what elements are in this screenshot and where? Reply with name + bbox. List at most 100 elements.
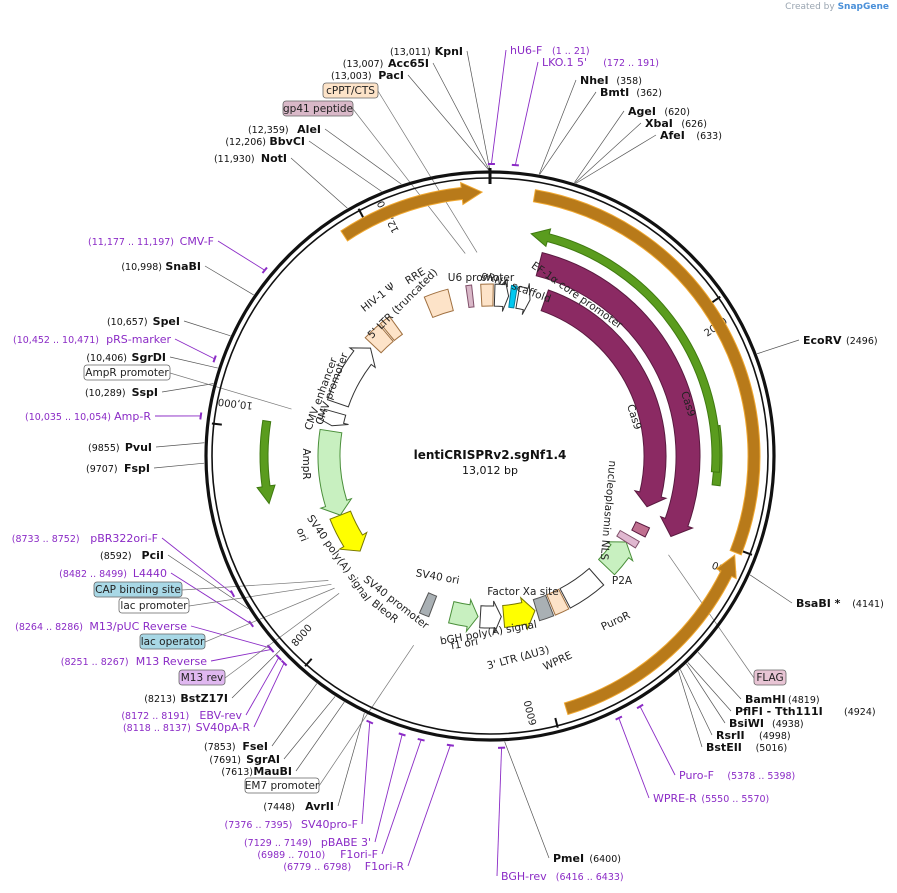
site-leader (155, 442, 205, 448)
site-position: (10,998) (121, 262, 162, 273)
site-position: (4938) (772, 719, 804, 730)
primer-mark (268, 646, 275, 653)
primer-mark (212, 355, 217, 363)
site-name: SgrAI (246, 753, 280, 766)
site-leader (161, 383, 214, 393)
site-name: PflFI - Tth111I (735, 705, 823, 718)
u6-promoter-arrow (493, 279, 510, 312)
restriction-site: SgrAI (7691) (209, 753, 280, 766)
feature-box-text: FLAG (756, 672, 783, 684)
site-leader (432, 62, 490, 171)
primer-position: (10,035 .. 10,054) (25, 412, 111, 423)
site-name: PvuI (125, 441, 152, 454)
credit-prefix: Created by (785, 2, 835, 12)
site-position: (13,007) (343, 59, 384, 70)
snapgene-brand: SnapGene (837, 2, 889, 12)
site-leader (466, 50, 491, 171)
site-leader (504, 741, 550, 859)
feature-box (753, 669, 787, 686)
primer-leader (490, 49, 507, 165)
ef1a-arrow (515, 283, 531, 315)
primer-position: (5550 .. 5570) (701, 794, 769, 805)
restriction-site: NheI(358) (580, 74, 642, 87)
feature-leader (188, 583, 332, 607)
site-name: Acc65I (388, 57, 429, 70)
primer-leader (174, 338, 215, 360)
restriction-site: PmeI(6400) (553, 852, 621, 865)
site-position: (358) (616, 76, 642, 87)
primer-label: CMV-F(11,177 .. 11,197) (88, 235, 214, 248)
primer-position: (7129 .. 7149) (244, 838, 312, 849)
restriction-site: PvuI(9855) (88, 441, 152, 454)
feature-box-label: cPPT/CTS (322, 82, 379, 99)
primer-mark (280, 659, 288, 667)
restriction-site: BsaBI *(4141) (796, 597, 884, 610)
restriction-site: AfeI(633) (660, 129, 722, 142)
site-position: (13,011) (390, 47, 431, 58)
primer-mark (199, 412, 203, 420)
site-position: (10,406) (86, 353, 127, 364)
primer-mark (511, 163, 519, 167)
feature-box-text: gp41 peptide (283, 103, 353, 115)
primer-label: WPRE-R (5550 .. 5570) (653, 792, 769, 805)
wpre-box (559, 567, 605, 609)
bleor-arrow (447, 597, 479, 634)
primer-position: (6416 .. 6433) (556, 872, 624, 883)
site-leader (575, 134, 657, 184)
primer-name: hU6-F (510, 44, 542, 57)
u6-box (480, 283, 494, 307)
site-position: (4141) (852, 599, 884, 610)
site-name: PacI (378, 69, 404, 82)
restriction-site: Acc65I (13,007) (343, 57, 429, 70)
primer-name: WPRE-R (653, 792, 697, 805)
site-name: BbvCI (269, 135, 305, 148)
feature-label: Factor Xa site (487, 586, 558, 598)
primer-leader (407, 745, 451, 867)
plasmid-length: 13,012 bp (462, 464, 518, 477)
site-name: EcoRV (803, 334, 842, 347)
primer-name: SV40pro-F (301, 818, 358, 831)
tick-label: 6000 (523, 699, 540, 726)
feature-box-label: lac promoter (118, 597, 190, 614)
site-leader (271, 683, 318, 747)
primer-leader (514, 61, 539, 166)
restriction-site: FspI(9707) (86, 462, 150, 475)
site-leader (153, 462, 205, 469)
primer-position: (10,452 .. 10,471) (13, 335, 99, 346)
primer-label: pRS-marker(10,452 .. 10,471) (13, 333, 171, 346)
primer-position: (11,177 .. 11,197) (88, 237, 174, 248)
site-leader (283, 696, 336, 760)
site-name: SspI (132, 386, 158, 399)
site-position: (633) (696, 131, 722, 142)
site-position: (626) (681, 119, 707, 130)
restriction-site: PciI(8592) (100, 549, 164, 562)
feature-leader (204, 587, 335, 643)
primer-position: (8264 .. 8286) (15, 622, 83, 633)
tick-label: 10,000 (217, 396, 253, 411)
feature-label: AmpR (300, 448, 312, 479)
feature-box-text: EM7 promoter (245, 780, 320, 792)
tick-mark (742, 550, 753, 556)
feature-box-text: CAP binding site (95, 584, 181, 596)
site-name: PciI (142, 549, 164, 562)
restriction-site: XbaI(626) (645, 117, 707, 130)
primer-leader (374, 734, 403, 843)
primer-leader (496, 747, 503, 877)
5ltr-box (364, 323, 394, 354)
feature-box (244, 777, 320, 794)
site-position: (7691) (209, 755, 241, 766)
primer-name: EBV-rev (199, 709, 242, 722)
primer-mark (398, 732, 406, 737)
cas9-arc-outer (535, 251, 701, 538)
feature-leader (181, 580, 329, 591)
feature-label: ori (294, 526, 310, 543)
restriction-site: NotI(11,930) (214, 152, 287, 165)
primer-leader (639, 706, 676, 776)
primer-name: SV40pA-R (196, 721, 251, 734)
restriction-site: PacI(13,003) (331, 69, 404, 82)
label-leader-lines (153, 49, 800, 877)
primer-name: Amp-R (114, 410, 151, 423)
site-name: KpnI (435, 45, 463, 58)
tick-mark (211, 422, 222, 426)
site-leader (183, 320, 231, 337)
